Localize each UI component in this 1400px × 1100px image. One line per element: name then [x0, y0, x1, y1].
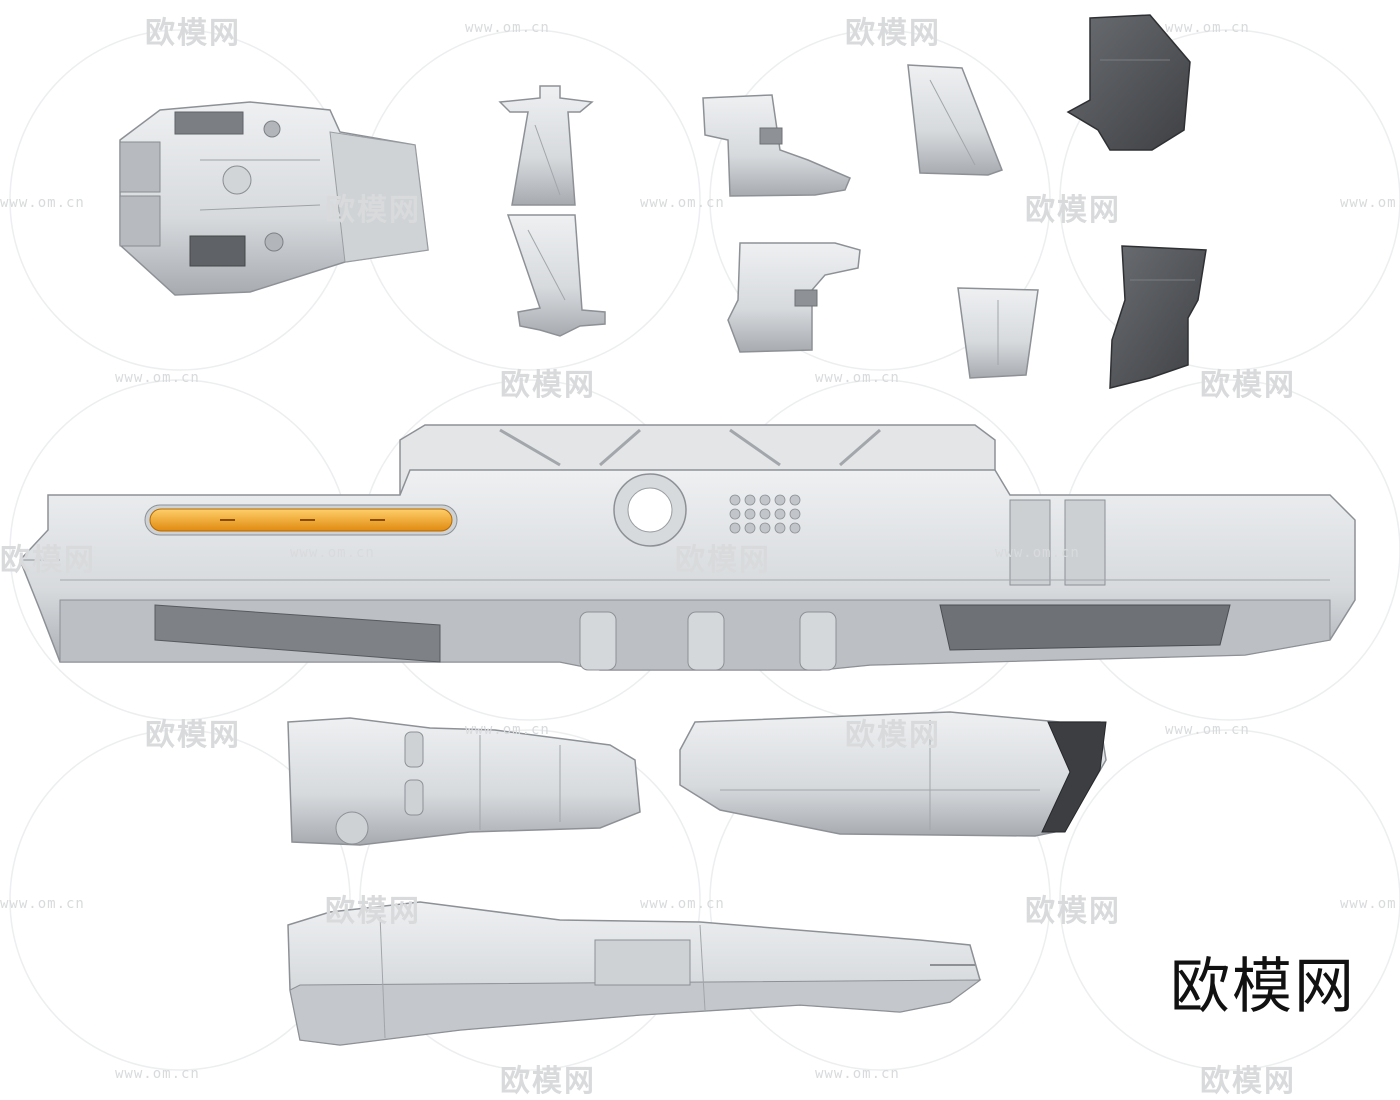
hull-part-lower-left-segment [287, 717, 641, 846]
hull-part-lower-right-segment [679, 711, 1107, 837]
brand-logo-text: 欧模网 [1170, 952, 1356, 1022]
hull-part-dark-brackets [1066, 14, 1207, 389]
hull-part-small-fins [907, 64, 1039, 379]
hull-part-cockpit-block [119, 101, 429, 296]
hull-part-wing-fins [498, 85, 606, 337]
hull-part-main-body [19, 424, 1356, 671]
hull-part-engine-brackets [702, 94, 861, 353]
hull-part-bottom-long-hull [287, 901, 982, 1046]
